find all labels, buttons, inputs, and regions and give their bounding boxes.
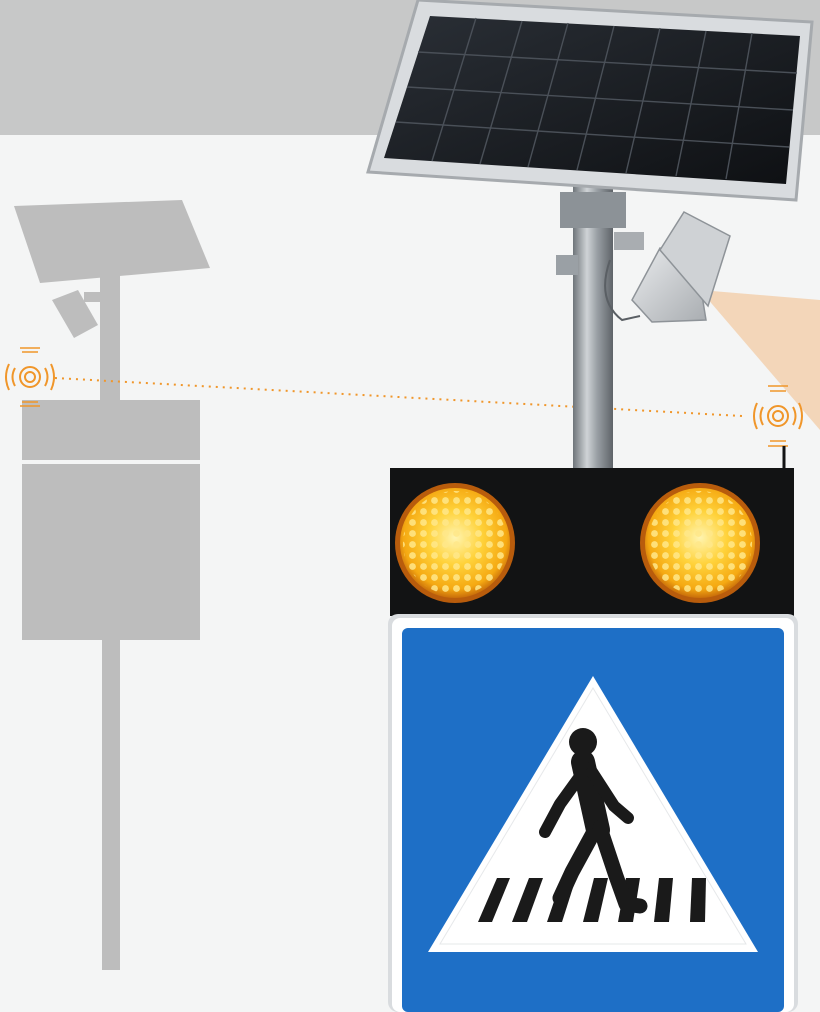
camera (605, 212, 730, 322)
solar-panel (368, 0, 812, 200)
pole-bracket (560, 192, 626, 228)
ghost-beacon-silhouette (14, 200, 210, 970)
wireless-signal-icon-left (6, 348, 54, 406)
flashing-amber-lamp-right (640, 483, 760, 603)
pole-clamp (556, 255, 578, 275)
pedestrian-crossing-sign (388, 614, 798, 1012)
flashing-amber-lamp-left (395, 483, 515, 603)
